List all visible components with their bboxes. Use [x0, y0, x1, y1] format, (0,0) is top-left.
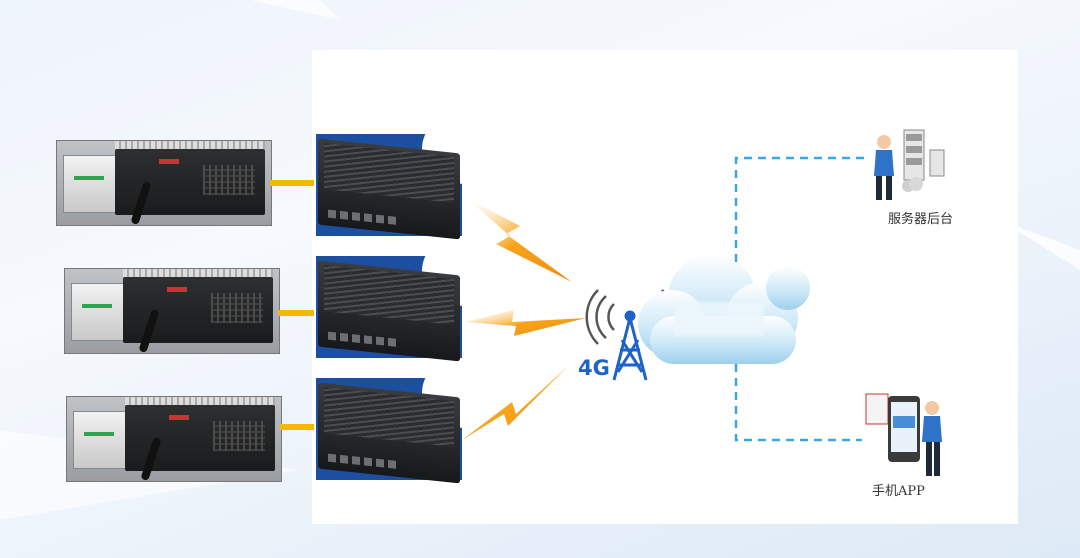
lightning-icon-3: [462, 366, 568, 440]
plc-controller-2: [64, 268, 280, 354]
lightning-icon-2: [466, 310, 586, 336]
plc-gateway-link-2: [278, 310, 314, 316]
mobile-app-label: 手机APP: [872, 484, 925, 499]
server-admin-icon: [874, 129, 945, 200]
redacted-cloud-label: [674, 302, 764, 336]
lightning-icon-1: [466, 198, 572, 282]
cloud-connectors: [734, 156, 868, 442]
plc-gateway-link-3: [280, 424, 314, 430]
cell-tower-icon: [585, 289, 675, 381]
plc-controller-1: [56, 140, 272, 226]
network-label-4g: 4G: [578, 356, 610, 380]
phone-user-icon: [865, 393, 942, 476]
server-label: 服务器后台: [888, 212, 954, 227]
plc-controller-3: [66, 396, 282, 482]
plc-gateway-link-1: [270, 180, 314, 186]
